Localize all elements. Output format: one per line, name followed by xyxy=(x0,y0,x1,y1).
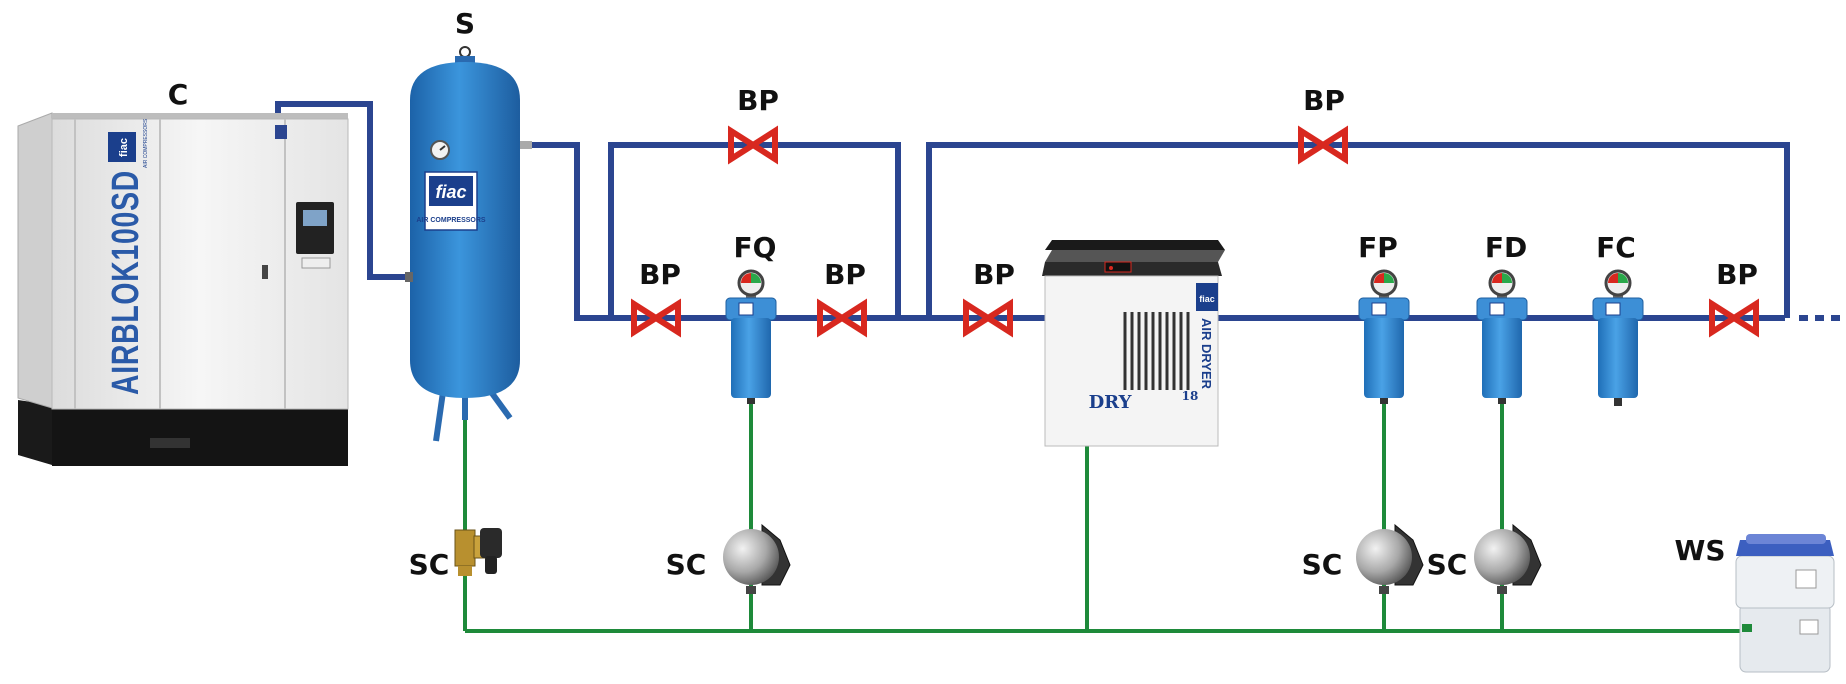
bypass-valve-icon xyxy=(1298,125,1348,165)
bypass-valve-icon xyxy=(728,125,778,165)
component-labels: C S BP BP BP FQ BP BP FP FD FC BP SC SC … xyxy=(168,7,1758,581)
tank-brand-sub: AIR COMPRESSORS xyxy=(416,217,486,224)
tank-brand: fiac xyxy=(435,182,466,202)
compressor-brand-sub: AIR COMPRESSORS xyxy=(143,118,149,168)
filter-fc xyxy=(1592,269,1644,406)
label-prefilter: FQ xyxy=(734,231,777,264)
dryer-side-text: AIR DRYER xyxy=(1199,318,1214,390)
label-compressor: C xyxy=(168,78,189,111)
air-line-compressor-outlet xyxy=(275,101,412,280)
compressor-model-text: AIRBLOK100SD xyxy=(105,170,147,395)
dryer-brand: fiac xyxy=(1199,294,1215,304)
filter-fp xyxy=(1358,269,1410,404)
compressor-logo: fiac AIR COMPRESSORS xyxy=(108,118,149,168)
bypass-valves xyxy=(631,125,1759,338)
label-tank: S xyxy=(455,7,475,40)
float-drain-fp xyxy=(1356,523,1424,594)
condensate-lines xyxy=(463,398,1740,633)
air-receiver-tank: fiac AIR COMPRESSORS xyxy=(405,46,532,442)
label-drain-fp: SC xyxy=(1302,548,1343,581)
filter-fq xyxy=(725,269,777,404)
bypass-valve-icon xyxy=(817,298,867,338)
label-filter-fc: FC xyxy=(1596,231,1636,264)
label-bypass-dryer-in: BP xyxy=(973,258,1015,291)
label-separator: WS xyxy=(1674,534,1725,567)
bypass-valve-icon xyxy=(631,298,681,338)
dryer-vent-grille xyxy=(1123,312,1190,390)
label-bypass-fq-in: BP xyxy=(639,258,681,291)
water-oil-separator xyxy=(1735,534,1835,673)
label-bypass-top-right: BP xyxy=(1303,84,1345,117)
compressor-brand: fiac xyxy=(118,138,130,157)
label-drain-fq: SC xyxy=(666,548,707,581)
label-filter-fd: FD xyxy=(1485,231,1527,264)
label-bypass-top-left: BP xyxy=(737,84,779,117)
filter-fd xyxy=(1476,269,1528,404)
float-drain-fq xyxy=(723,523,791,594)
label-drain-tank: SC xyxy=(409,548,450,581)
electronic-drain-tank xyxy=(454,528,502,576)
tank-logo: fiac AIR COMPRESSORS xyxy=(416,171,486,231)
compressor-unit: fiac AIR COMPRESSORS AIRBLOK100SD xyxy=(17,112,349,466)
air-line-bypass-dryer xyxy=(926,142,1790,318)
label-drain-fd: SC xyxy=(1427,548,1468,581)
dryer-model-name: DRY xyxy=(1089,392,1133,413)
label-bypass-fq-out: BP xyxy=(824,258,866,291)
refrigerated-air-dryer: fiac AIR DRYER DRY 18 xyxy=(1042,240,1225,447)
float-drain-fd xyxy=(1474,523,1542,594)
bypass-valve-icon xyxy=(963,298,1013,338)
label-bypass-end: BP xyxy=(1716,258,1758,291)
label-filter-fp: FP xyxy=(1358,231,1398,264)
bypass-valve-icon xyxy=(1709,298,1759,338)
dryer-model-size: 18 xyxy=(1182,389,1199,403)
air-line-continuation xyxy=(1799,315,1840,321)
